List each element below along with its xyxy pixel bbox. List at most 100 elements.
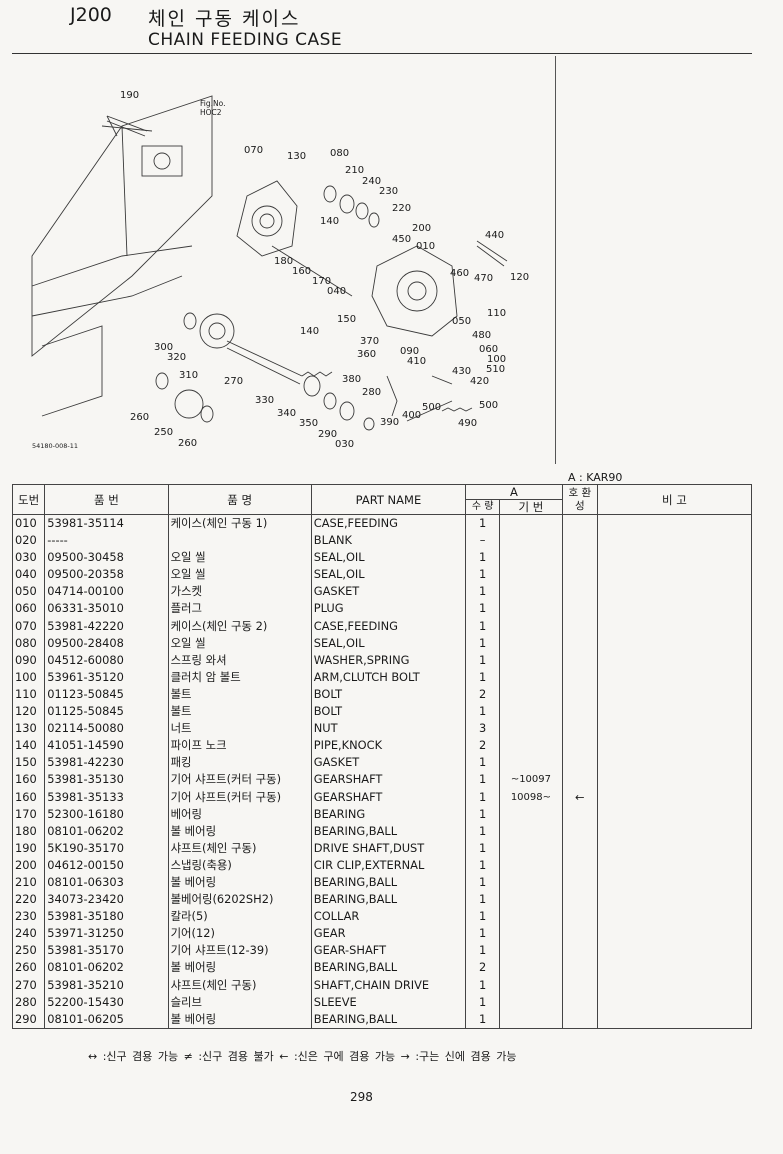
cell-qty: – (465, 532, 501, 550)
cell-ref-no: 170 (11, 805, 46, 823)
cell-name-ko: 가스켓 (167, 583, 312, 601)
cell-name-en: PLUG (310, 600, 467, 618)
cell-name-ko: 패킹 (167, 754, 312, 772)
cell-serial (499, 959, 563, 977)
header-divider (12, 53, 752, 54)
cell-part-number: 53981-42220 (44, 617, 169, 635)
cell-interchange (561, 839, 598, 857)
cell-interchange (561, 668, 598, 686)
cell-name-ko: 기어 샤프트(12-39) (167, 942, 312, 960)
cell-qty: 1 (465, 891, 501, 909)
callout-label: 410 (407, 356, 426, 367)
cell-qty: 1 (465, 976, 501, 994)
callout-label: 510 (486, 364, 505, 375)
cell-ref-no: 010 (11, 514, 46, 533)
cell-name-en: GEAR (310, 925, 467, 943)
cell-name-ko: 오일 씰 (167, 566, 312, 584)
callout-label: 260 (178, 438, 197, 449)
cell-qty: 1 (465, 993, 501, 1011)
callout-label: 340 (277, 408, 296, 419)
exploded-parts-diagram: 190 Fig.No. HOC2 070 130 080 210 240 230… (12, 56, 555, 464)
cell-name-en: SEAL,OIL (310, 549, 467, 567)
cell-qty: 1 (465, 771, 501, 789)
cell-name-ko: 케이스(체인 구동 1) (167, 514, 312, 533)
callout-label: 320 (167, 352, 186, 363)
cell-name-en: SEAL,OIL (310, 634, 467, 652)
cell-interchange (561, 532, 598, 550)
cell-remarks (596, 839, 753, 857)
callout-label: 490 (458, 418, 477, 429)
cell-name-ko: 클러치 암 볼트 (167, 668, 312, 686)
cell-ref-no: 290 (11, 1010, 46, 1029)
cell-interchange (561, 873, 598, 892)
cell-serial (499, 839, 563, 857)
cell-remarks (596, 617, 753, 635)
cell-name-ko: 파이프 노크 (167, 737, 312, 755)
callout-label: 090 (400, 346, 419, 357)
cell-interchange (561, 685, 598, 704)
cell-remarks (596, 737, 753, 755)
cell-qty: 2 (465, 737, 501, 755)
callout-label: 450 (392, 234, 411, 245)
callout-label: 470 (474, 273, 493, 284)
cell-remarks (596, 583, 753, 601)
cell-ref-no: 150 (11, 754, 46, 772)
diagram-right-border (555, 56, 556, 464)
header-qty: 수 량 (465, 499, 501, 515)
cell-serial (499, 720, 563, 738)
callout-label: 460 (450, 268, 469, 279)
callout-label: 350 (299, 418, 318, 429)
cell-name-en: GASKET (310, 754, 467, 772)
fig-ref-label: Fig.No. (200, 99, 225, 108)
callout-label: 260 (130, 412, 149, 423)
cell-part-number: 09500-30458 (44, 549, 169, 567)
cell-interchange (561, 908, 598, 926)
cell-part-number: 04714-00100 (44, 583, 169, 601)
cell-qty: 1 (465, 1010, 501, 1029)
callout-label: 330 (255, 395, 274, 406)
cell-ref-no: 140 (11, 737, 46, 755)
cell-part-number: 04512-60080 (44, 651, 169, 669)
cell-interchange (561, 720, 598, 738)
cell-interchange (561, 1010, 598, 1029)
cell-name-ko: 볼 베어링 (167, 873, 312, 892)
cell-serial (499, 549, 563, 567)
cell-serial (499, 908, 563, 926)
header-remarks: 비 고 (596, 484, 753, 515)
cell-name-ko: 볼트 (167, 685, 312, 704)
cell-part-number: 02114-50080 (44, 720, 169, 738)
cell-qty: 1 (465, 805, 501, 823)
cell-ref-no: 050 (11, 583, 46, 601)
cell-interchange (561, 822, 598, 840)
callout-label: 220 (392, 203, 411, 214)
cell-interchange (561, 634, 598, 652)
table-row: 020-----BLANK– (11, 532, 753, 550)
cell-name-en: DRIVE SHAFT,DUST (310, 839, 467, 857)
cell-ref-no: 190 (11, 839, 46, 857)
cell-part-number: 06331-35010 (44, 600, 169, 618)
cell-interchange (561, 566, 598, 584)
cell-remarks (596, 514, 753, 533)
cell-name-ko: 슬리브 (167, 993, 312, 1011)
cell-part-number: 53981-35133 (44, 788, 169, 806)
cell-serial (499, 532, 563, 550)
cell-part-number: ----- (44, 532, 169, 550)
cell-ref-no: 160 (11, 771, 46, 789)
drawing-number: 54180-008-11 (32, 442, 78, 450)
cell-serial (499, 993, 563, 1011)
cell-part-number: 52300-16180 (44, 805, 169, 823)
cell-part-number: 09500-20358 (44, 566, 169, 584)
callout-label: 430 (452, 366, 471, 377)
cell-qty: 1 (465, 566, 501, 584)
